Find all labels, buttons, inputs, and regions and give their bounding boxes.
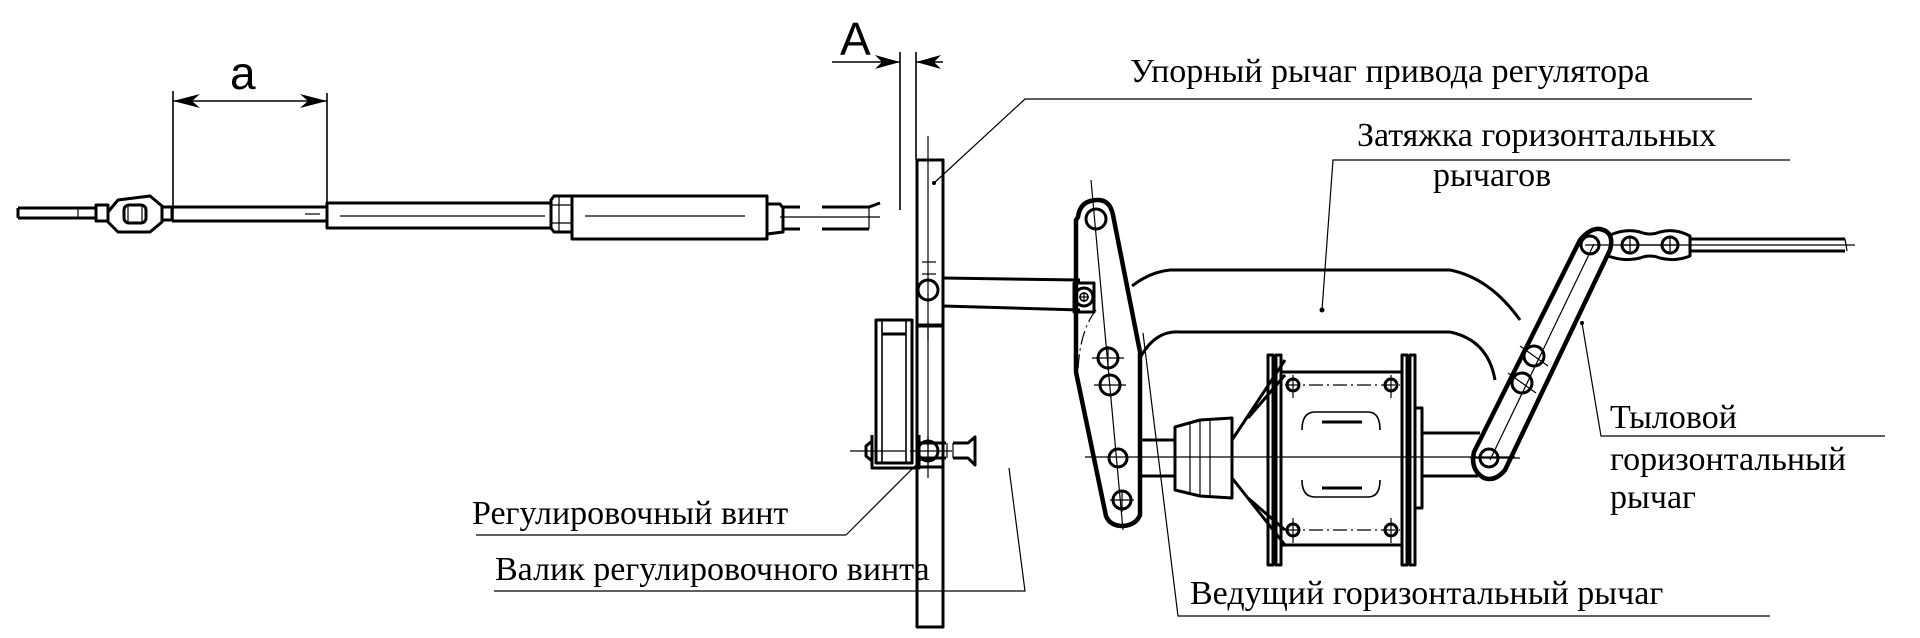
labels: Упорный рычаг привода регулятора Затяжка…	[472, 53, 1846, 612]
left-pull-rod	[16, 194, 881, 241]
label-adjusting-screw-shaft: Валик регулировочного винта	[495, 551, 930, 588]
label-tie-rod-line1: Затяжка горизонтальных	[1357, 117, 1716, 154]
adjusting-screw-assembly	[850, 318, 977, 470]
dimension-A: A	[832, 13, 943, 210]
label-driving-lever: Ведущий горизонтальный рычаг	[1190, 575, 1663, 612]
label-adjusting-screw: Регулировочный винт	[472, 495, 788, 532]
dimension-a: a	[172, 47, 328, 220]
label-stop-lever: Упорный рычаг привода регулятора	[1130, 53, 1649, 90]
dimension-A-label: A	[840, 13, 871, 65]
label-tie-rod-line2: рычагов	[1433, 157, 1551, 194]
brake-cylinder	[1085, 353, 1515, 567]
stop-lever-lower	[910, 326, 952, 478]
driving-horizontal-lever	[1073, 179, 1143, 531]
label-rear-lever-line3: рычаг	[1610, 479, 1696, 516]
leader-lines	[476, 98, 1885, 617]
rear-horizontal-lever	[1470, 226, 1855, 482]
label-rear-lever-line2: горизонтальный	[1610, 441, 1846, 478]
cylinder-bolt	[1285, 375, 1301, 398]
horizontal-levers-tie-rod	[1131, 268, 1522, 381]
dimension-a-label: a	[230, 47, 256, 99]
cylinder-bolt	[1383, 375, 1399, 398]
label-rear-lever-line1: Тыловой	[1610, 399, 1737, 436]
